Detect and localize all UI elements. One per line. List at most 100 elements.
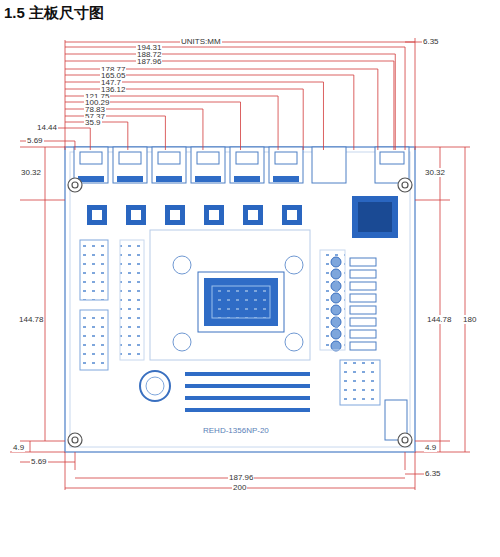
port-socket [380,152,404,164]
dimension-line [415,452,416,490]
dimension-line [415,200,450,201]
port-socket [80,152,102,164]
connector [350,330,376,338]
lan-chip [282,205,302,225]
dimension-line [165,116,166,150]
dimension-line [65,40,66,150]
mounting-hole [68,433,82,447]
chip-core [248,210,258,220]
dimension-line [65,116,165,117]
ram-slot [185,384,310,388]
connector [350,258,376,266]
lan-port [230,147,264,183]
lan-chip [243,205,263,225]
dimension-value: 200 [232,483,247,492]
dimension-line [20,441,65,442]
port-pins [234,176,260,182]
ram-slot [185,372,310,376]
dimension-line [30,441,31,452]
chip-core [209,210,219,220]
connector [350,270,376,278]
mounting-hole [398,178,412,192]
port-pins [273,176,299,182]
dimension-value: 144.78 [426,315,452,324]
chip-core [287,210,297,220]
dimension-value: 14.44 [36,123,58,132]
mounting-hole-inner [402,182,408,188]
dimension-line [74,141,75,150]
dimension-line [240,102,241,150]
lan-port [191,147,225,183]
dimension-line [405,47,406,150]
connector [350,306,376,314]
mounting-hole-inner [72,437,78,443]
mounting-hole [68,178,82,192]
dimension-line [65,61,394,62]
dimension-line [278,96,279,150]
dimension-line [20,200,65,201]
lan-chip [87,205,107,225]
dimension-value: 180 [462,315,477,324]
usb-port [312,147,346,183]
section-title: 1.5 主板尺寸图 [4,4,104,23]
dimension-value: 4.9 [424,443,437,452]
dimension-line [90,128,91,150]
dimension-line [415,441,450,442]
ram-slot [185,396,310,400]
dimension-value: 30.32 [424,168,446,177]
dimension-line [395,54,396,150]
chip-core [170,210,180,220]
dimension-value: 6.35 [424,469,442,478]
dimension-line [353,75,354,150]
dimension-line [415,147,470,148]
port-socket [119,152,141,164]
dimension-line [65,452,66,490]
dimension-line [65,42,415,43]
lan-port [113,147,147,183]
port-pins [195,176,221,182]
port-pins [78,176,104,182]
mounting-hole-inner [402,437,408,443]
dimension-line [415,38,416,150]
dimension-line [75,452,76,470]
dimension-line [377,69,378,150]
port-socket [197,152,219,164]
mounting-hole [398,433,412,447]
dimension-line [440,441,441,452]
dimension-value: 5.69 [30,457,48,466]
units-note: UNITS:MM [180,37,222,46]
port-pins [156,176,182,182]
dimension-line [65,54,395,55]
dimension-line [465,147,466,452]
dimension-line [323,82,324,150]
dimension-value: 30.32 [20,168,42,177]
port-socket [158,152,180,164]
port-pins [117,176,143,182]
lan-port [269,147,303,183]
dimension-value: 4.9 [12,443,25,452]
dimension-value: 6.35 [422,37,440,46]
dimension-line [127,122,128,150]
dimension-value: 35.9 [84,118,102,127]
connector [350,342,376,350]
dimension-line [303,89,304,150]
dimension-line [45,200,46,441]
mounting-hole-inner [72,182,78,188]
dimension-line [45,147,46,200]
ram-slot [185,408,310,412]
dimension-value: 5.69 [26,136,44,145]
lan-chip [204,205,224,225]
dimension-line [20,147,65,148]
dimension-line [393,61,394,150]
connector [350,294,376,302]
lan-chip [126,205,146,225]
lan-port [74,147,108,183]
chip-core [92,210,102,220]
dimension-value: 144.78 [18,315,44,324]
chip-core [131,210,141,220]
board-model: REHD-1356NP-20 [202,426,270,435]
dimension-value: 187.96 [136,57,162,66]
dimension-line [202,109,203,150]
connector [350,282,376,290]
